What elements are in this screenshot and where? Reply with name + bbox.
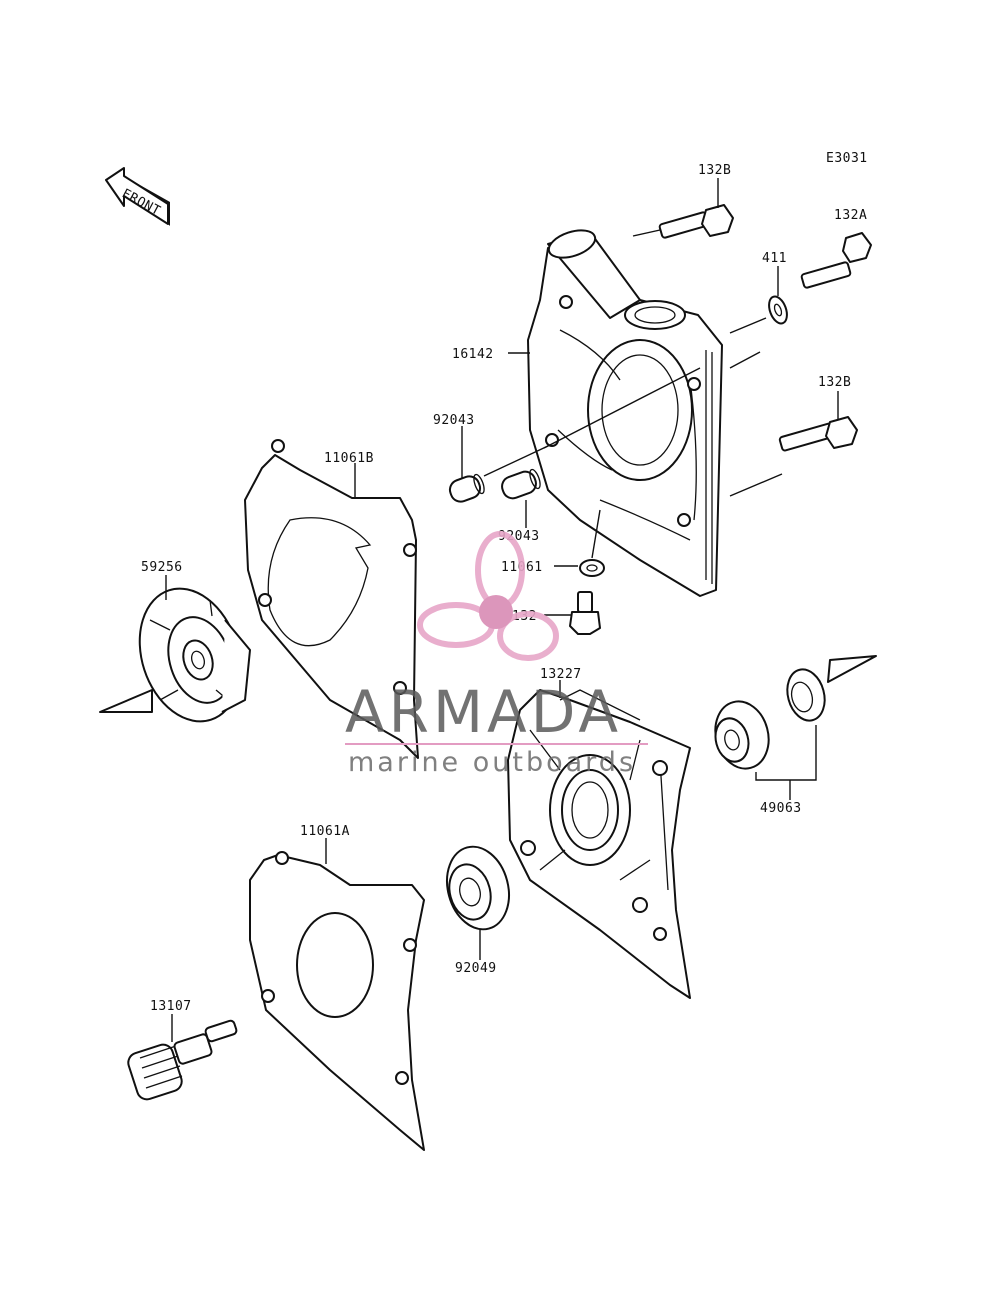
bolt-132b-mid xyxy=(778,416,858,452)
seal-49063-large xyxy=(714,700,770,770)
dowel-92043-a xyxy=(448,473,485,503)
impeller-59256 xyxy=(138,587,251,723)
dowel-92043-b xyxy=(501,468,541,500)
label-132b-top: 132B xyxy=(698,163,731,178)
bolt-132 xyxy=(569,591,601,635)
gasket-11061a xyxy=(249,851,425,1151)
label-59256: 59256 xyxy=(141,560,183,575)
washer-11061 xyxy=(579,559,605,577)
watermark-logo: ARMADA marine outboards xyxy=(345,531,648,778)
bearing-92049 xyxy=(446,845,510,931)
label-92043-a: 92043 xyxy=(433,413,475,428)
propeller-icon xyxy=(417,531,559,661)
label-92049: 92049 xyxy=(455,961,497,976)
watermark-tagline: marine outboards xyxy=(348,747,636,778)
label-16142: 16142 xyxy=(452,347,494,362)
gasket-11061b xyxy=(244,439,419,759)
watermark-brand: ARMADA xyxy=(345,678,622,746)
seal-49063-small xyxy=(786,668,826,722)
label-132b-mid: 132B xyxy=(818,375,851,390)
bolt-132a xyxy=(800,232,872,289)
label-13107: 13107 xyxy=(150,999,192,1014)
label-11061b: 11061B xyxy=(324,451,374,466)
front-arrow-icon: FRONT xyxy=(105,167,170,226)
diagram-code: E3031 xyxy=(826,151,868,166)
fitting-13107 xyxy=(127,1019,238,1101)
bolt-132b-top xyxy=(632,204,734,239)
label-411: 411 xyxy=(762,251,787,266)
pump-case-13227 xyxy=(507,689,691,999)
pump-cover-16142 xyxy=(527,229,723,597)
label-132a: 132A xyxy=(834,208,867,223)
label-49063: 49063 xyxy=(760,801,802,816)
label-11061a: 11061A xyxy=(300,824,350,839)
label-13227: 13227 xyxy=(540,667,582,682)
washer-411 xyxy=(768,295,788,325)
